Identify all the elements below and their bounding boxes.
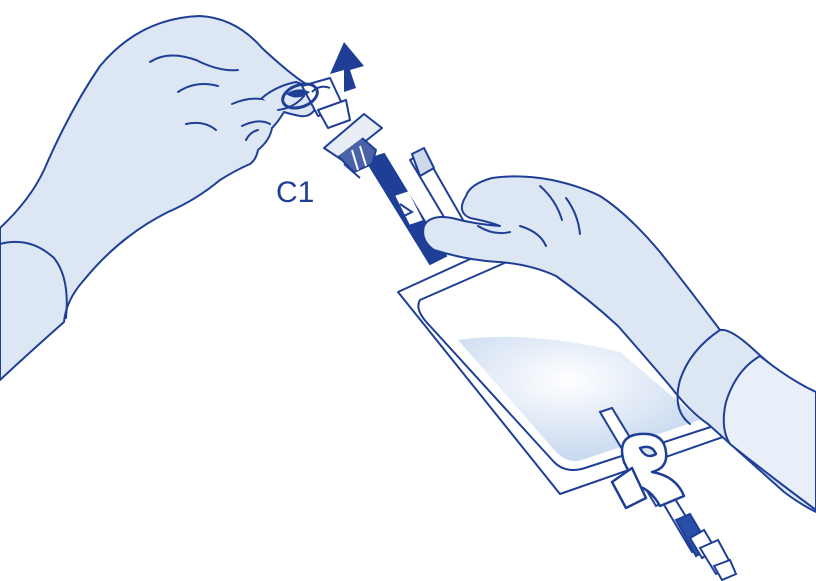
removed-cap [281,77,351,129]
bag-fluid [458,336,700,461]
right-glove-cuff [722,355,816,511]
tube-clamp [610,432,686,510]
right-gloved-hand [422,175,816,513]
left-gloved-hand [0,15,319,381]
lower-luer-connector [674,512,738,581]
step-label: C1 [276,176,315,209]
spike-port [323,113,383,179]
pull-up-arrow-icon [330,42,364,92]
